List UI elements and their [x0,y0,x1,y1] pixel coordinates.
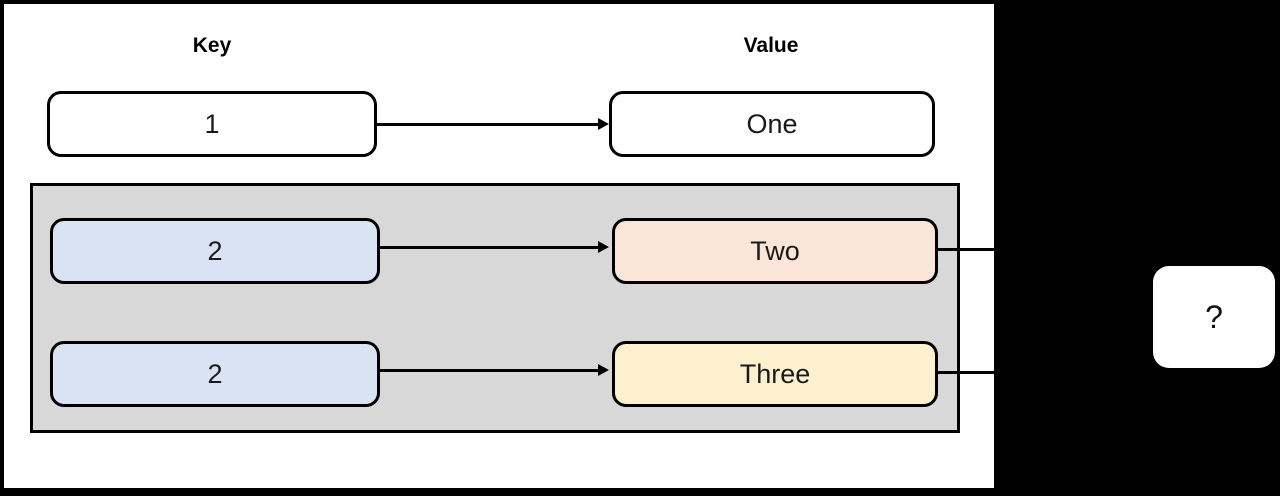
key-node-2b[interactable]: 2 [50,341,380,407]
value-node-two[interactable]: Two [612,218,938,284]
arrow-head-icon [598,364,609,376]
arrow-head-icon [598,118,609,130]
connector-line [377,246,599,249]
arrow-head-icon [598,241,609,253]
unknown-node[interactable]: ? [1153,266,1275,368]
key-node-1[interactable]: 1 [47,91,377,157]
connector-line [377,369,599,372]
diagram-panel: Key Value 1 One 2 2 Two Three [2,2,1004,490]
connector-line [377,123,599,126]
connector-tail-two [935,248,1004,251]
connector-tail-three [935,371,1004,374]
column-header-key: Key [192,34,232,57]
column-header-value: Value [743,34,799,57]
value-node-one[interactable]: One [609,91,935,157]
collision-group-container: 2 2 Two Three [30,183,960,433]
value-node-three[interactable]: Three [612,341,938,407]
key-node-2a[interactable]: 2 [50,218,380,284]
